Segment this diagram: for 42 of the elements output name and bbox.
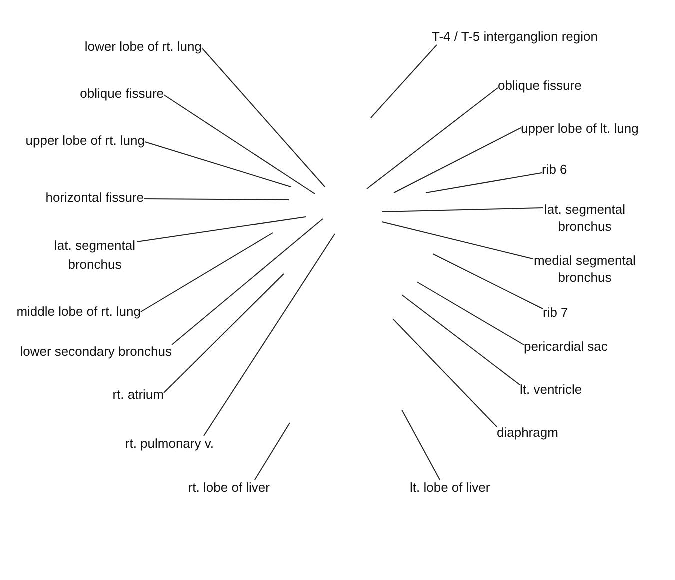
part-label: rib 7	[543, 305, 568, 321]
part-label: medial segmental bronchus	[533, 252, 637, 286]
leader-line	[370, 44, 438, 118]
leader-line	[254, 422, 290, 480]
leader-line	[140, 232, 274, 312]
part-label: horizontal fissure	[46, 190, 144, 206]
leader-line	[136, 216, 306, 242]
leader-line	[366, 88, 498, 190]
part-label: pericardial sac	[524, 339, 608, 355]
part-label: oblique fissure	[498, 78, 582, 94]
part-label: oblique fissure	[80, 86, 164, 102]
leader-line	[402, 294, 520, 386]
leader-line	[164, 274, 284, 394]
leader-line	[144, 142, 292, 188]
leader-line	[432, 254, 544, 310]
leader-line	[144, 198, 290, 200]
part-label: lt. ventricle	[520, 382, 582, 398]
leader-line	[172, 218, 324, 346]
part-label: diaphragm	[497, 425, 558, 441]
part-label: rt. lobe of liver	[188, 480, 270, 496]
leader-line	[426, 172, 542, 194]
part-label: middle lobe of rt. lung	[16, 304, 141, 320]
leader-line	[416, 282, 524, 346]
part-label: upper lobe of rt. lung	[26, 133, 145, 149]
leader-line	[392, 318, 498, 428]
part-label: lower lobe of rt. lung	[84, 39, 202, 55]
leader-line	[402, 410, 440, 480]
part-label: lat. segmental bronchus	[543, 200, 627, 234]
leader-line	[382, 222, 534, 260]
leader-line	[202, 48, 326, 188]
part-label: rt. pulmonary v.	[125, 436, 214, 452]
part-label: lower secondary bronchus	[20, 344, 172, 360]
leader-line	[204, 234, 336, 436]
part-label: lat. segmental bronchus	[53, 236, 137, 274]
part-label: rib 6	[542, 162, 568, 178]
part-label: rt. atrium	[112, 387, 164, 403]
leader-line	[164, 94, 316, 194]
leader-line	[382, 208, 544, 212]
leader-line	[394, 128, 522, 194]
part-label: upper lobe of lt. lung	[521, 121, 639, 137]
part-label: T-4 / T-5 interganglion region	[432, 29, 598, 45]
part-label: lt. lobe of liver	[410, 480, 490, 496]
